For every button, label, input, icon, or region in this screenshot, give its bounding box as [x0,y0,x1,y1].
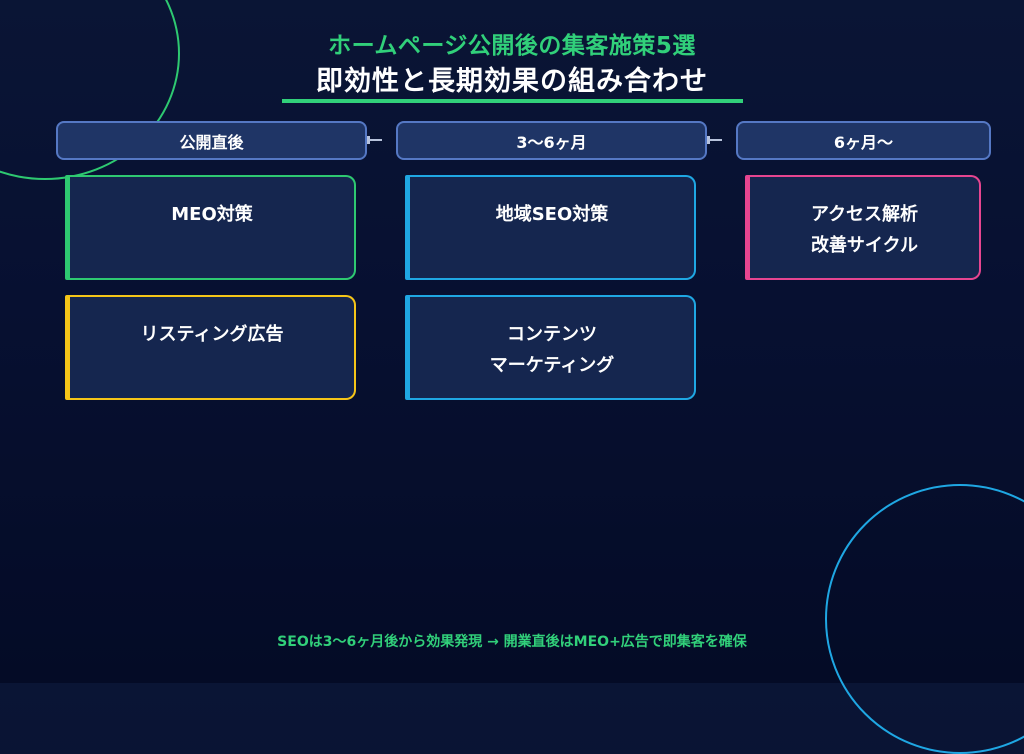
phase-label: 3〜6ヶ月 [516,132,587,152]
title-underline [282,99,743,103]
connector-arrow-2 [707,136,722,144]
card-label: MEO対策 [171,204,253,225]
card-label-line1: コンテンツ [507,324,597,345]
card-meo: MEO対策 [65,175,356,280]
phase-label: 6ヶ月〜 [833,132,894,152]
connector-arrow-1 [367,136,382,144]
card-content-marketing: コンテンツ マーケティング [405,295,696,400]
card-listing-ads: リスティング広告 [65,295,356,400]
card-access-analysis: アクセス解析 改善サイクル [745,175,981,280]
title-main: ホームページ公開後の集客施策5選 [328,33,696,59]
phase-header-immediate: 公開直後 [56,121,367,160]
card-label-line2: マーケティング [489,355,615,376]
card-label-line1: アクセス解析 [810,204,919,225]
phase-header-6-months-plus: 6ヶ月〜 [736,121,991,160]
phase-label: 公開直後 [179,132,244,152]
card-label: 地域SEO対策 [495,204,609,225]
card-local-seo: 地域SEO対策 [405,175,696,280]
decorative-circle-bottom-right [825,484,1024,754]
phase-header-3-6-months: 3〜6ヶ月 [396,121,707,160]
title-subtitle: 即効性と長期効果の組み合わせ [316,66,708,97]
card-label: リスティング広告 [140,324,284,345]
card-label-line2: 改善サイクル [810,235,919,256]
footer-note: SEOは3〜6ヶ月後から効果発現 → 開業直後はMEO+広告で即集客を確保 [277,634,747,650]
